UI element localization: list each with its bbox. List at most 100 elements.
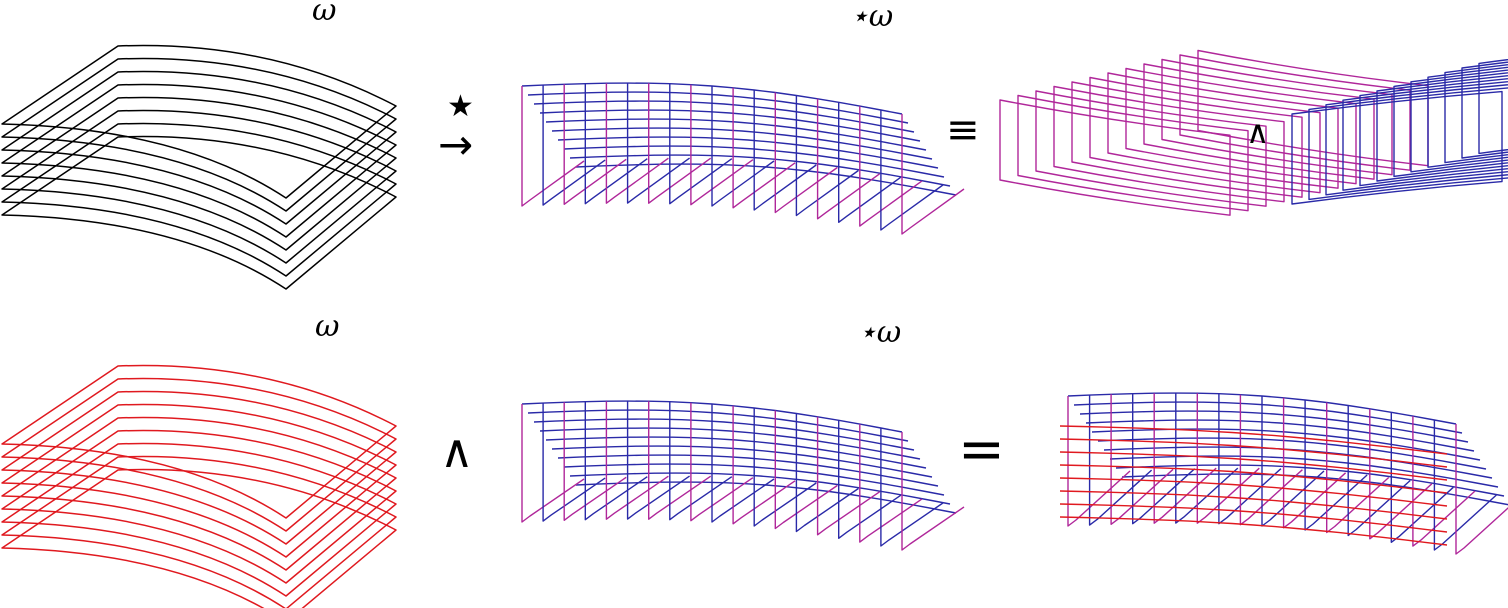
dual-grid-bottom-fin	[626, 401, 690, 520]
omega-label-top: ω	[312, 0, 337, 28]
dual-grid-bottom-fin	[816, 416, 880, 536]
result-grid-fin	[1067, 396, 1131, 527]
dual-grid-fin	[711, 86, 775, 207]
dual-grid-fin	[669, 83, 733, 205]
dual-grid-fin	[563, 84, 627, 205]
result-grid-row	[1115, 464, 1505, 497]
dual-grid-bottom-fin	[648, 401, 712, 520]
result-grid-fin	[1132, 393, 1196, 525]
result-grid-fin	[1326, 402, 1390, 534]
dual-grid-fin	[690, 84, 754, 206]
dual-grid-fin	[626, 83, 691, 204]
red-slice	[1059, 425, 1448, 455]
equals-symbol: =	[958, 417, 1005, 482]
red-slice	[1059, 490, 1448, 520]
sheet-layer	[1, 416, 397, 571]
result-grid-fin	[1433, 420, 1497, 551]
sheet-layer	[1, 135, 397, 290]
result-grid-row	[1097, 437, 1487, 470]
dual-grid-bottom-fin	[753, 408, 817, 527]
result-grid-fin	[1110, 394, 1174, 525]
result-grid-fin	[1218, 393, 1282, 525]
dual-grid-row	[569, 154, 951, 187]
dual-grid-bottom-fin	[563, 402, 627, 521]
dual-grid-fin	[753, 90, 817, 211]
blue-fin	[1291, 90, 1503, 205]
dual-grid-fin	[816, 98, 881, 220]
one-form-sheet-stack	[1, 44, 397, 290]
dual-grid-bottom-fin	[584, 401, 648, 521]
red-sheet-stack	[1, 364, 397, 608]
magenta-fin	[999, 99, 1231, 216]
sheet-layer	[1, 109, 397, 264]
sheet-layer	[1, 57, 397, 212]
result-grid-row	[1109, 455, 1499, 488]
sheet-layer	[1, 403, 397, 558]
result-grid-fin	[1412, 416, 1476, 547]
blue-fin	[1478, 58, 1508, 155]
dual-grid-bottom-fin	[669, 401, 733, 521]
result-grid-fin	[1455, 424, 1508, 555]
blue-fin	[1393, 72, 1508, 178]
dual-grid-bottom-row	[539, 427, 921, 460]
dual-grid-row	[533, 100, 915, 133]
sheet-layer	[1, 390, 397, 545]
blue-fin	[1325, 84, 1508, 196]
dual-grid-fin	[732, 87, 796, 209]
maps-to-arrow: →	[438, 120, 474, 169]
magenta-fin	[1017, 94, 1249, 212]
hodge-dual-fence-grid-bottom	[521, 400, 965, 551]
magenta-fin	[1089, 76, 1321, 194]
dual-grid-fin	[774, 92, 838, 214]
dual-grid-fin	[901, 114, 965, 235]
dual-grid-bottom-row	[533, 418, 915, 451]
dual-grid-bottom-row	[551, 445, 933, 478]
magenta-fin	[1143, 63, 1375, 180]
dual-grid-fin	[542, 85, 606, 206]
dual-grid-bottom-fin	[521, 404, 585, 523]
result-grid-row	[1079, 410, 1469, 443]
dual-grid-bottom-fin	[838, 420, 902, 539]
dual-grid-row	[545, 118, 927, 151]
dual-grid-fin	[605, 83, 669, 204]
dual-grid-bottom-fin	[859, 424, 923, 543]
magenta-fin	[1035, 90, 1267, 207]
omega-label-bottom: ω	[315, 309, 340, 344]
sheet-layer	[1, 364, 397, 519]
dual-grid-row	[539, 109, 921, 142]
result-grid-row	[1073, 401, 1463, 434]
sheet-layer	[1, 122, 397, 277]
blue-fin	[1359, 77, 1508, 187]
wedge-symbol-large: ∧	[440, 424, 474, 478]
dual-grid-bottom-fin	[711, 404, 775, 523]
blue-fin	[1427, 66, 1508, 168]
dual-grid-bottom-row	[557, 454, 939, 487]
red-slice	[1059, 451, 1448, 481]
sheet-layer	[1, 429, 397, 584]
result-grid-fin	[1088, 395, 1153, 526]
wedge-product-cell-grid	[1059, 392, 1508, 555]
blue-fin	[1444, 64, 1508, 164]
sheet-layer	[1, 442, 397, 597]
dual-grid-bottom-fin	[901, 432, 965, 551]
dual-grid-fin	[584, 83, 648, 205]
blue-fin	[1308, 87, 1508, 201]
result-grid-fin	[1347, 405, 1411, 537]
result-grid-fin	[1196, 393, 1260, 524]
red-slice	[1059, 516, 1448, 546]
dual-grid-bottom-row	[527, 409, 909, 442]
dual-grid-row	[551, 127, 933, 160]
sheet-layer	[1, 44, 397, 199]
hodge-dual-fence-grid	[521, 82, 965, 235]
blue-fin	[1342, 80, 1508, 191]
magenta-fin	[1053, 85, 1285, 203]
dual-grid-bottom-row	[569, 472, 951, 505]
star-omega-label-top: ⋆ω	[850, 0, 894, 34]
dual-grid-bottom-fin	[880, 428, 944, 547]
dual-grid-fin	[838, 102, 902, 223]
sheet-layer	[1, 70, 397, 225]
result-grid-row	[1091, 428, 1481, 461]
magenta-fin	[1161, 58, 1393, 176]
dual-grid-bottom-fin	[795, 413, 859, 533]
